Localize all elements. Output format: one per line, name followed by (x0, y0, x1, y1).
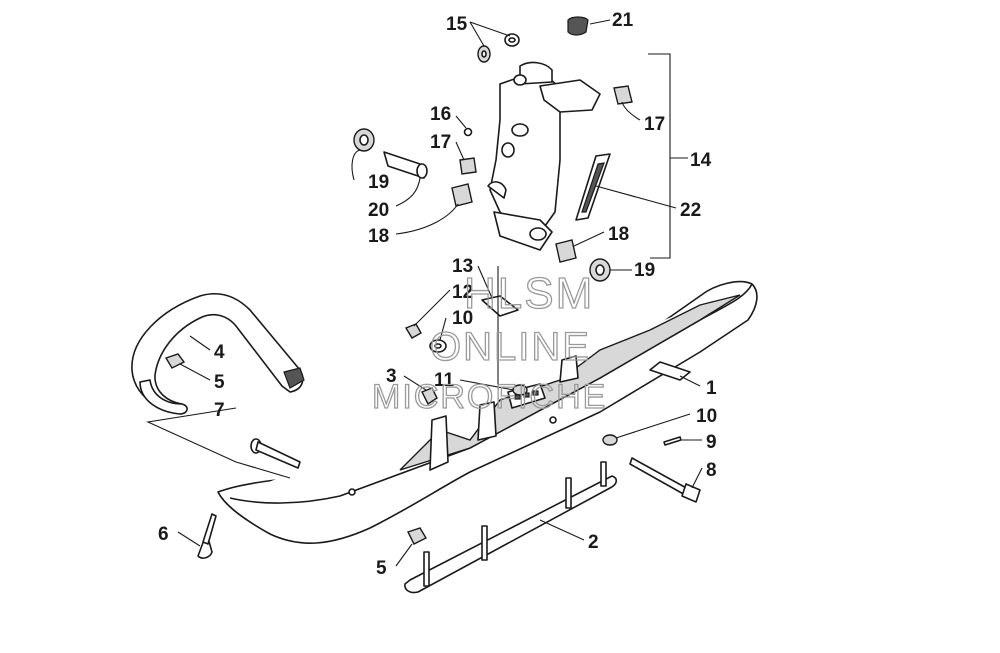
callout-16: 16 (430, 104, 451, 125)
callout-20: 20 (368, 200, 389, 221)
nut-5-upper (164, 353, 186, 369)
grease-fitting-16 (463, 127, 473, 137)
spindle-14 (487, 61, 601, 251)
sleeve-20 (383, 151, 428, 179)
callout-14: 14 (690, 150, 712, 171)
wear-bar (404, 461, 618, 594)
nut-12 (404, 323, 422, 339)
bushing-13 (481, 295, 519, 317)
watermark-line-3: MICROFICHE (372, 378, 607, 416)
pin-9 (663, 436, 682, 446)
callout-3: 3 (386, 366, 397, 387)
callout-17-right: 17 (644, 114, 665, 135)
callout-6: 6 (158, 524, 169, 545)
bushing-17-left (459, 157, 477, 175)
callout-12: 12 (452, 282, 473, 303)
ski-body (217, 280, 758, 544)
callout-11: 11 (434, 370, 455, 391)
callout-22: 22 (680, 200, 701, 221)
callout-1: 1 (706, 378, 717, 399)
cap-21 (567, 16, 589, 36)
washer-15-b (477, 45, 491, 63)
callout-18-left: 18 (368, 226, 389, 247)
bushing-19-right (589, 258, 611, 282)
watermark: HLSM ONLINE MICROFICHE (371, 268, 607, 416)
bolt-8 (629, 457, 701, 503)
callout-13: 13 (452, 256, 473, 277)
callout-18-right: 18 (608, 224, 629, 245)
callout-19-left: 19 (368, 172, 389, 193)
callout-7: 7 (214, 400, 225, 421)
decal-22 (575, 153, 611, 221)
watermark-line-2: ONLINE (430, 325, 591, 369)
callouts: 15 21 17 16 17 14 19 20 22 18 18 13 19 1… (158, 10, 717, 579)
callout-17-left: 17 (430, 132, 451, 153)
nut-3 (421, 387, 438, 406)
callout-9: 9 (706, 432, 717, 453)
bushing-18-left (451, 183, 473, 207)
callout-19-right: 19 (634, 260, 655, 281)
nut-5-lower (407, 527, 427, 545)
screw-6 (197, 513, 217, 559)
callout-4: 4 (214, 342, 225, 363)
bushing-17-right (613, 85, 633, 105)
callout-15: 15 (446, 14, 468, 35)
callout-21: 21 (612, 10, 634, 31)
callout-8: 8 (706, 460, 717, 481)
bushing-19-left (353, 128, 375, 152)
callout-10-upper: 10 (452, 308, 473, 329)
callout-5-upper: 5 (214, 372, 225, 393)
washer-10-lower (602, 434, 618, 446)
leader-lines (146, 19, 703, 567)
watermark-line-1: HLSM (464, 269, 594, 318)
callout-5-lower: 5 (376, 558, 387, 579)
callout-2: 2 (588, 532, 599, 553)
washer-15-a (504, 33, 520, 47)
ski-loop-handle (131, 292, 305, 415)
bushing-18-right (555, 239, 577, 263)
washer-10-upper (429, 339, 447, 353)
bolt-7 (250, 438, 301, 469)
callout-10-lower: 10 (696, 406, 717, 427)
